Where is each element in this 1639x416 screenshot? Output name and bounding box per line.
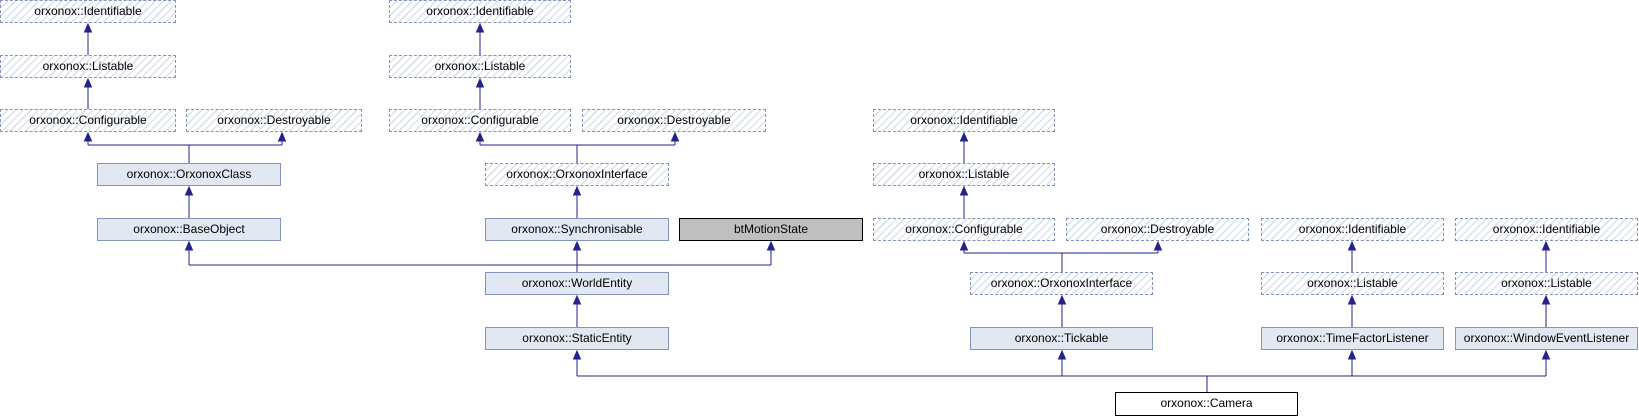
node-window-event-listener[interactable]: orxonox::WindowEventListener <box>1455 327 1638 350</box>
node-base-object[interactable]: orxonox::BaseObject <box>97 218 281 241</box>
edge-arrowhead <box>83 131 93 142</box>
node-label: orxonox::Listable <box>434 59 526 73</box>
node-label: orxonox::Synchronisable <box>511 222 643 236</box>
node-tickable[interactable]: orxonox::Tickable <box>970 327 1153 350</box>
node-label: orxonox::Identifiable <box>34 4 142 18</box>
edge-arrowhead <box>475 131 485 142</box>
node-label: orxonox::Configurable <box>905 222 1023 236</box>
node-label: orxonox::Identifiable <box>1492 222 1601 236</box>
edge-arrowhead <box>959 240 969 251</box>
node-destroyable-2[interactable]: orxonox::Destroyable <box>582 109 766 132</box>
node-label: orxonox::Camera <box>1160 396 1253 410</box>
edge-arrowhead <box>277 131 287 142</box>
edge-arrowhead <box>1541 240 1551 251</box>
edge-line <box>87 134 283 163</box>
node-configurable-2[interactable]: orxonox::Configurable <box>389 109 571 132</box>
edge-arrowhead <box>1347 240 1357 251</box>
node-label: orxonox::Listable <box>1501 276 1592 290</box>
edge-arrowhead <box>572 240 582 251</box>
node-configurable-1[interactable]: orxonox::Configurable <box>0 109 176 132</box>
node-label: orxonox::Destroyable <box>1100 222 1215 236</box>
node-destroyable-1[interactable]: orxonox::Destroyable <box>186 109 362 132</box>
node-bt-motion-state[interactable]: btMotionState <box>679 218 863 241</box>
node-label: orxonox::BaseObject <box>133 222 245 236</box>
node-identifiable-1[interactable]: orxonox::Identifiable <box>0 0 176 23</box>
node-identifiable-3[interactable]: orxonox::Identifiable <box>873 109 1055 132</box>
node-label: orxonox::OrxonoxClass <box>126 167 252 181</box>
edge-arrowhead <box>572 349 582 360</box>
edge-arrowhead <box>1541 294 1551 305</box>
edge-arrowhead <box>475 77 485 88</box>
node-label: orxonox::Listable <box>918 167 1010 181</box>
node-label: orxonox::WindowEventListener <box>1463 331 1630 345</box>
node-label: orxonox::Identifiable <box>1298 222 1407 236</box>
edge-arrowhead <box>1541 349 1551 360</box>
node-synchronisable[interactable]: orxonox::Synchronisable <box>485 218 669 241</box>
node-label: orxonox::Identifiable <box>426 4 534 18</box>
node-identifiable-5[interactable]: orxonox::Identifiable <box>1455 218 1638 241</box>
edge-line <box>479 134 676 163</box>
node-identifiable-4[interactable]: orxonox::Identifiable <box>1261 218 1444 241</box>
node-label: orxonox::StaticEntity <box>522 331 632 345</box>
edge-arrowhead <box>1347 349 1357 360</box>
edge-line <box>576 352 1547 392</box>
node-label: orxonox::WorldEntity <box>521 276 633 290</box>
node-orxonox-class[interactable]: orxonox::OrxonoxClass <box>97 163 281 186</box>
edge-arrowhead <box>766 240 776 251</box>
node-label: orxonox::Configurable <box>421 113 539 127</box>
node-static-entity[interactable]: orxonox::StaticEntity <box>485 327 669 350</box>
edge-arrowhead <box>83 77 93 88</box>
node-label: orxonox::TimeFactorListener <box>1276 331 1429 345</box>
node-configurable-3[interactable]: orxonox::Configurable <box>873 218 1055 241</box>
node-listable-3[interactable]: orxonox::Listable <box>873 163 1055 186</box>
edge-arrowhead <box>83 22 93 33</box>
node-identifiable-2[interactable]: orxonox::Identifiable <box>389 0 571 23</box>
node-label: btMotionState <box>733 222 809 236</box>
node-label: orxonox::Listable <box>42 59 134 73</box>
node-camera: orxonox::Camera <box>1115 392 1298 416</box>
edge-arrowhead <box>959 131 969 142</box>
node-label: orxonox::Tickable <box>1014 331 1109 345</box>
edge-arrowhead <box>1347 294 1357 305</box>
node-label: orxonox::Destroyable <box>217 113 331 127</box>
node-time-factor-listener[interactable]: orxonox::TimeFactorListener <box>1261 327 1444 350</box>
node-destroyable-3[interactable]: orxonox::Destroyable <box>1066 218 1249 241</box>
edge-arrowhead <box>1057 294 1067 305</box>
edge-line <box>963 243 1159 272</box>
node-listable-2[interactable]: orxonox::Listable <box>389 55 571 78</box>
edge-arrowhead <box>184 240 194 251</box>
node-label: orxonox::OrxonoxInterface <box>506 167 648 181</box>
edge-arrowhead <box>572 294 582 305</box>
node-label: orxonox::Configurable <box>29 113 147 127</box>
node-listable-5[interactable]: orxonox::Listable <box>1455 272 1638 295</box>
node-label: orxonox::Identifiable <box>910 113 1018 127</box>
node-orxonox-interface-3[interactable]: orxonox::OrxonoxInterface <box>970 272 1153 295</box>
node-listable-1[interactable]: orxonox::Listable <box>0 55 176 78</box>
node-label: orxonox::Destroyable <box>617 113 731 127</box>
node-listable-4[interactable]: orxonox::Listable <box>1261 272 1444 295</box>
edge-arrowhead <box>1057 349 1067 360</box>
edge-arrowhead <box>959 185 969 196</box>
edge-arrowhead <box>1153 240 1163 251</box>
node-orxonox-interface-2[interactable]: orxonox::OrxonoxInterface <box>485 163 669 186</box>
edge-line <box>188 243 772 272</box>
edge-arrowhead <box>670 131 680 142</box>
edge-arrowhead <box>572 185 582 196</box>
node-label: orxonox::OrxonoxInterface <box>990 276 1133 290</box>
edge-arrowhead <box>184 185 194 196</box>
edge-arrowhead <box>475 22 485 33</box>
node-label: orxonox::Listable <box>1307 276 1398 290</box>
node-world-entity[interactable]: orxonox::WorldEntity <box>485 272 669 295</box>
